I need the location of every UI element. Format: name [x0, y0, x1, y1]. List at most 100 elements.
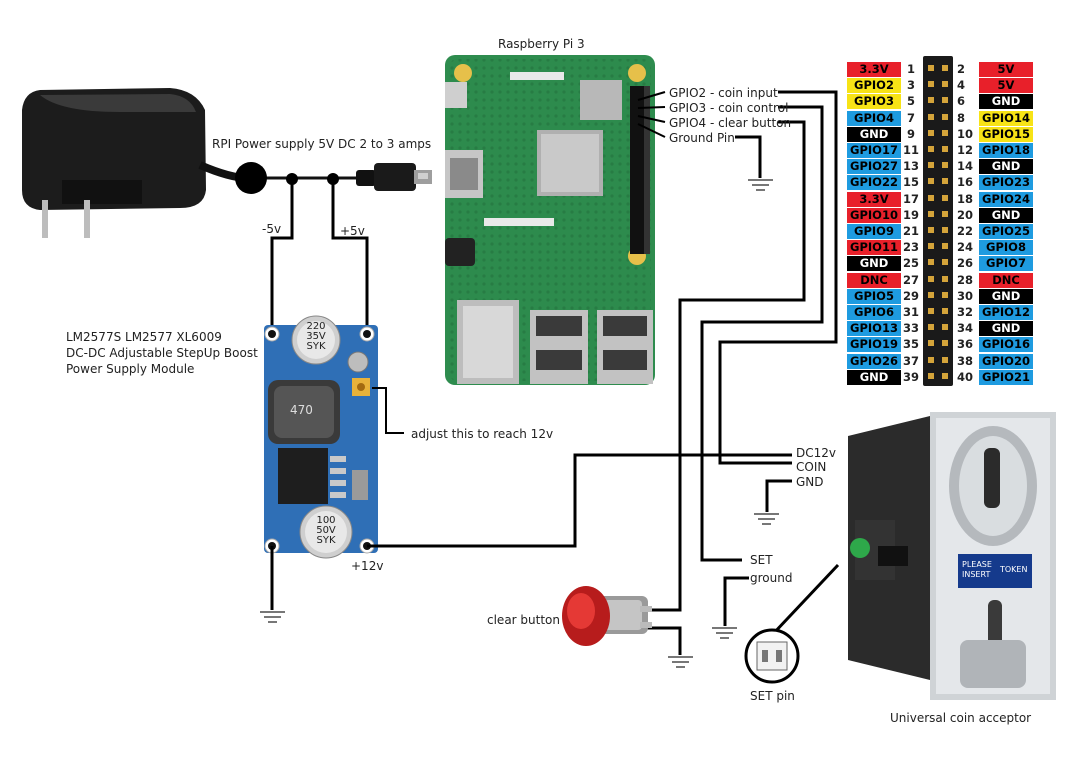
header-pin — [942, 291, 948, 298]
pin-number-29: 29 — [902, 288, 919, 303]
header-pin — [928, 210, 934, 217]
pin-number-28: 28 — [957, 272, 974, 287]
coin-acceptor-label: Universal coin acceptor — [890, 711, 1032, 725]
pin-label-25: GND — [847, 256, 901, 272]
pin-label-13: GPIO27 — [847, 159, 901, 175]
pin-label-40: GPIO21 — [979, 369, 1033, 385]
module-name-line2: DC-DC Adjustable StepUp Boost — [66, 346, 258, 360]
pin-label-35: GPIO19 — [847, 337, 901, 353]
ground-symbol-module — [260, 611, 285, 623]
pin-number-35: 35 — [902, 337, 919, 352]
pin-number-19: 19 — [902, 207, 919, 222]
header-pin — [942, 65, 948, 71]
cap-bottom-line3: SYK — [316, 535, 336, 546]
pin-label-34: GND — [979, 321, 1033, 337]
header-pin — [928, 194, 934, 201]
pin-number-9: 9 — [906, 126, 915, 141]
pin-number-31: 31 — [902, 305, 919, 319]
module-name-line3: Power Supply Module — [66, 362, 195, 376]
header-pin — [928, 178, 934, 185]
pin-label-28: DNC — [979, 272, 1033, 288]
pin-label-14: GND — [979, 159, 1033, 175]
header-pin — [928, 162, 934, 169]
pin-label-10: GPIO15 — [979, 126, 1033, 142]
cap-top-line1: 220 — [306, 321, 326, 332]
pin-label-2: 5V — [979, 62, 1033, 77]
gpio4-label: GPIO4 - clear button — [669, 116, 792, 130]
pin-label-6: GND — [979, 94, 1033, 110]
ground-label: ground — [750, 571, 793, 585]
gnd-label: GND — [796, 475, 824, 489]
pin-number-4: 4 — [957, 78, 966, 93]
pin-number-11: 11 — [902, 143, 919, 157]
gpio-wires — [637, 91, 666, 138]
pin-number-25: 25 — [902, 256, 919, 271]
pin-label-4: 5V — [979, 78, 1033, 94]
pin-label-31: GPIO6 — [847, 305, 901, 320]
pin-number-16: 16 — [957, 175, 974, 190]
gpio3-label: GPIO3 - coin control — [669, 101, 789, 115]
pin-number-32: 32 — [957, 305, 974, 319]
pin-number-12: 12 — [957, 143, 974, 157]
pin-number-26: 26 — [957, 256, 974, 271]
signal-wires — [645, 90, 838, 612]
pin-number-18: 18 — [957, 191, 974, 206]
cap-bottom-line1: 100 — [316, 515, 336, 526]
rpi-title: Raspberry Pi 3 — [498, 37, 585, 51]
pin-label-33: GPIO13 — [847, 321, 901, 337]
header-pin — [928, 243, 934, 250]
pin-number-33: 33 — [902, 321, 919, 336]
pin-label-16: GPIO23 — [979, 175, 1033, 191]
header-pin — [942, 227, 948, 233]
pin-number-30: 30 — [957, 288, 974, 303]
pin-number-15: 15 — [902, 175, 919, 190]
power-supply-label: RPI Power supply 5V DC 2 to 3 amps — [212, 137, 432, 151]
pin-label-18: GPIO24 — [979, 191, 1033, 207]
header-pin — [942, 308, 948, 314]
pin-label-1: 3.3V — [847, 62, 901, 77]
header-pin — [942, 97, 948, 104]
header-pin — [942, 259, 948, 266]
raspberry-pi-image — [445, 55, 655, 385]
power-adapter-image — [22, 88, 249, 238]
pin-label-9: GND — [847, 126, 901, 142]
pin-label-20: GND — [979, 207, 1033, 223]
pin-label-36: GPIO16 — [979, 337, 1033, 353]
pin-label-17: 3.3V — [847, 191, 901, 207]
header-pin — [928, 259, 934, 266]
pin-number-13: 13 — [902, 159, 919, 174]
coin-sticker-2: INSERT — [962, 570, 991, 579]
power-wires — [270, 179, 369, 332]
pin-label-32: GPIO12 — [979, 305, 1033, 320]
pin-number-23: 23 — [902, 240, 919, 255]
pin-label-38: GPIO20 — [979, 353, 1033, 369]
header-pin — [928, 97, 934, 104]
pin-number-36: 36 — [957, 337, 974, 352]
header-pin — [942, 162, 948, 169]
wire-12v — [367, 453, 792, 548]
header-pin — [942, 146, 948, 152]
header-pin — [928, 291, 934, 298]
pin-number-27: 27 — [902, 272, 919, 287]
clear-button-label: clear button — [487, 613, 560, 627]
coin-sticker-3: TOKEN — [1000, 565, 1028, 574]
cap-bottom-text: 100 50V SYK — [314, 516, 338, 546]
pin-number-2: 2 — [957, 62, 966, 76]
header-pin — [942, 324, 948, 331]
wire-set-ground — [723, 576, 749, 626]
header-pin — [928, 129, 934, 136]
plus12v-label: +12v — [351, 559, 384, 573]
pin-number-3: 3 — [906, 78, 915, 93]
header-pin — [928, 113, 934, 120]
pin-label-19: GPIO10 — [847, 207, 901, 223]
header-pin — [942, 81, 948, 88]
header-pin — [928, 65, 934, 71]
pin-label-39: GND — [847, 369, 901, 385]
clear-button-image — [562, 586, 652, 646]
adjust-pointer — [372, 387, 404, 434]
adjust-label: adjust this to reach 12v — [411, 427, 554, 441]
pin-number-37: 37 — [902, 353, 919, 368]
header-pin — [942, 194, 948, 201]
pin-number-20: 20 — [957, 207, 974, 222]
